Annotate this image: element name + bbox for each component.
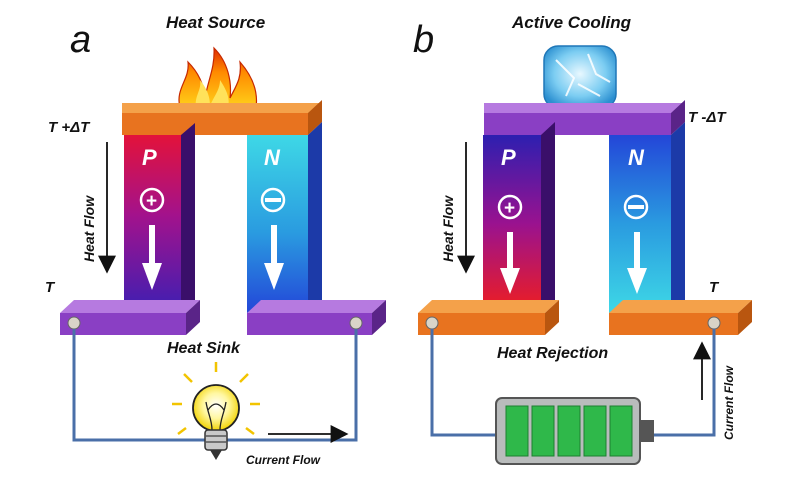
down-arrow-icon — [142, 225, 162, 290]
bottom-plate-b-right — [609, 300, 752, 335]
top-plate-hot — [122, 100, 322, 135]
active-cooling-label: Active Cooling — [511, 13, 632, 32]
flame-icon — [178, 46, 258, 109]
temp-cold-label: T -ΔT — [688, 109, 727, 126]
heat-rejection-label: Heat Rejection — [497, 345, 608, 362]
down-arrow-icon — [500, 232, 520, 294]
heat-flow-arrow-b: Heat Flow — [440, 142, 475, 274]
minus-icon — [260, 187, 286, 213]
down-arrow-icon — [627, 232, 647, 294]
n-leg-b: N — [609, 122, 685, 313]
current-flow-arrow-b: Current Flow — [693, 341, 736, 440]
plus-sign-b: + — [504, 198, 515, 219]
current-flow-arrow-a: Current Flow — [246, 425, 349, 467]
current-flow-label-a: Current Flow — [246, 453, 321, 467]
heat-sink-label: Heat Sink — [167, 340, 241, 357]
plus-icon — [497, 194, 523, 220]
temp-base-label-a: T — [45, 279, 56, 296]
down-arrow-icon — [264, 225, 284, 290]
panel-a-letter: a — [70, 19, 91, 61]
temp-base-label-b: T — [709, 279, 720, 296]
plus-sign-a: + — [146, 191, 157, 212]
n-label-b: N — [628, 145, 645, 170]
bottom-plate-a-right — [247, 300, 386, 335]
ice-cube-icon — [543, 45, 617, 109]
panel-a: a Heat Source P + — [45, 13, 386, 467]
p-leg-b: P + — [483, 122, 555, 313]
p-label-a: P — [142, 145, 157, 170]
minus-icon — [623, 194, 649, 220]
light-bulb-icon — [172, 362, 260, 460]
n-leg-a: N — [247, 122, 322, 313]
heat-flow-label-a: Heat Flow — [81, 195, 97, 262]
p-label-b: P — [501, 145, 516, 170]
n-label-a: N — [264, 145, 281, 170]
battery-icon — [495, 397, 654, 465]
heat-flow-arrow-a: Heat Flow — [81, 142, 116, 274]
heat-source-label: Heat Source — [166, 13, 265, 32]
p-leg-a: P + — [124, 123, 195, 313]
wire-b — [430, 329, 716, 437]
panel-b: b Active Cooling P + — [413, 13, 752, 465]
bottom-plate-a-left — [60, 300, 200, 335]
heat-flow-label-b: Heat Flow — [440, 195, 456, 262]
plus-icon — [139, 187, 165, 213]
bottom-plate-b-left — [418, 300, 559, 335]
panel-b-letter: b — [413, 19, 434, 61]
temp-hot-label: T +ΔT — [48, 119, 91, 136]
top-plate-cold — [484, 100, 685, 135]
current-flow-label-b: Current Flow — [722, 365, 736, 440]
